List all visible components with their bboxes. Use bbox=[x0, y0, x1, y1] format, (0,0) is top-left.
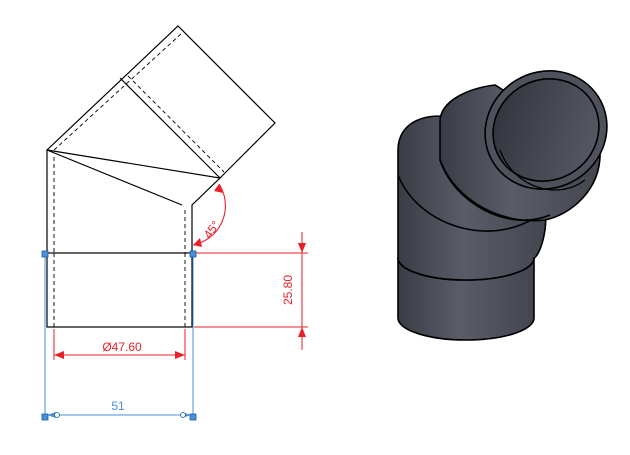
angle-arrow-top bbox=[214, 184, 223, 193]
angle-arrow-bottom bbox=[193, 238, 202, 247]
handle-top-left[interactable] bbox=[41, 250, 49, 258]
angle-dimension bbox=[192, 183, 226, 247]
width-label: 51 bbox=[111, 399, 125, 413]
sketch-handles[interactable] bbox=[41, 250, 197, 421]
elbow-2d-view bbox=[46, 25, 276, 328]
height-label: 25.80 bbox=[281, 275, 295, 305]
elbow-3d-render bbox=[397, 70, 608, 341]
upper-joint-line bbox=[119, 77, 221, 179]
handle-point-left[interactable] bbox=[54, 412, 60, 418]
inner-diameter-label: Ø47.60 bbox=[102, 340, 142, 354]
pipe-opening-inner bbox=[492, 78, 600, 182]
middle-joint-ring bbox=[397, 174, 546, 232]
upper-socket-edge bbox=[439, 159, 551, 221]
width-reference-dimension bbox=[44, 255, 194, 418]
handle-bottom-left[interactable] bbox=[41, 413, 49, 421]
lower-segment-outline bbox=[46, 252, 193, 328]
angle-label: 45° bbox=[201, 218, 223, 241]
upper-segment-outline bbox=[46, 25, 276, 179]
bottom-cylinder bbox=[397, 257, 535, 341]
handle-bottom-right[interactable] bbox=[189, 413, 197, 421]
height-dimension bbox=[194, 232, 308, 350]
handle-top-right[interactable] bbox=[189, 250, 197, 258]
handle-point-right[interactable] bbox=[180, 412, 186, 418]
inner-diameter-dimension bbox=[53, 329, 186, 360]
angle-arc bbox=[192, 183, 226, 246]
hidden-lines bbox=[53, 31, 269, 327]
middle-mitre-line bbox=[46, 149, 183, 206]
middle-segment-outline bbox=[46, 149, 222, 253]
inner-edge bbox=[499, 149, 586, 191]
